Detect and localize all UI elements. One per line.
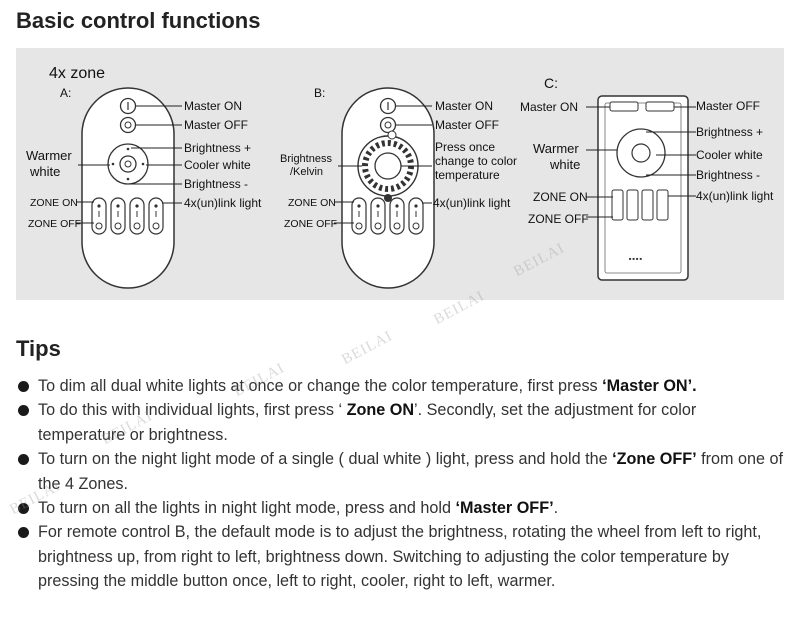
label-white: white [29, 164, 60, 179]
label-master-off: Master OFF [184, 118, 248, 132]
remote-a-body [81, 87, 175, 289]
zone-buttons-a [91, 197, 164, 235]
master-on-button[interactable] [609, 101, 639, 112]
bullet-icon [18, 381, 29, 392]
label-zone-off: ZONE OFF [28, 218, 81, 230]
label-link-light: 4x(un)link light [696, 189, 774, 203]
label-master-off: Master OFF [696, 99, 760, 113]
tip-item: To turn on the night light mode of a sin… [16, 447, 786, 496]
center-button[interactable] [631, 143, 651, 163]
label-cooler-white: Cooler white [184, 158, 251, 172]
label-warmer: Warmer [26, 148, 72, 163]
remote-c-tag: C: [544, 75, 558, 91]
tips-title: Tips [16, 336, 61, 361]
watermark: BEILAI [339, 328, 396, 369]
label-zone-off: ZONE OFF [284, 218, 337, 230]
label-change-color: change to color [435, 154, 517, 168]
label-zone-off: ZONE OFF [528, 212, 589, 226]
tip-item: To turn on all the lights in night light… [16, 496, 786, 520]
tip-item: To dim all dual white lights at once or … [16, 374, 786, 398]
label-brightness: Brightness [280, 153, 332, 165]
tip-item: To do this with individual lights, first… [16, 398, 786, 447]
label-zone-on: ZONE ON [288, 197, 336, 209]
bullet-icon [18, 454, 29, 466]
remote-c-body [597, 95, 689, 281]
tip-item: For remote control B, the default mode i… [16, 520, 786, 593]
label-master-on: Master ON [184, 99, 242, 113]
remotes-diagram-panel: 4x zone A: [16, 48, 784, 300]
master-off-button[interactable] [119, 116, 137, 134]
label-brightness-up: Brightness + [696, 125, 763, 139]
label-zone-on: ZONE ON [533, 190, 588, 204]
svg-text:■ ■ ■ ■: ■ ■ ■ ■ [629, 256, 643, 261]
zone-title: 4x zone [49, 65, 105, 82]
remote-b-tag: B: [314, 86, 325, 100]
tips-list: To dim all dual white lights at once or … [16, 374, 786, 594]
remote-c: C: ■ ■ ■ ■ [520, 75, 774, 281]
label-kelvin: /Kelvin [290, 166, 323, 178]
label-brightness-up: Brightness + [184, 141, 251, 155]
bullet-icon [18, 405, 29, 417]
label-warmer: Warmer [533, 141, 579, 156]
bullet-icon [18, 503, 29, 515]
zone-button[interactable] [626, 189, 639, 221]
label-zone-on: ZONE ON [30, 197, 78, 209]
remote-b: B: [280, 86, 517, 289]
remote-a-tag: A: [60, 86, 71, 100]
remote-a: A: [26, 86, 262, 289]
zone-button[interactable] [641, 189, 654, 221]
center-button[interactable] [119, 155, 137, 173]
label-temperature: temperature [435, 168, 500, 182]
label-brightness-down: Brightness - [184, 177, 248, 191]
zone-buttons-c [611, 189, 669, 221]
zone-buttons-b [351, 197, 424, 235]
label-cooler-white: Cooler white [696, 148, 763, 162]
label-master-off: Master OFF [435, 118, 499, 132]
label-master-on: Master ON [435, 99, 493, 113]
master-off-button[interactable] [645, 101, 675, 112]
label-link-light: 4x(un)link light [184, 196, 262, 210]
label-white: white [549, 157, 580, 172]
label-link-light: 4x(un)link light [433, 196, 511, 210]
bullet-icon [18, 527, 29, 539]
master-off-button[interactable] [379, 116, 397, 134]
page-title: Basic control functions [16, 8, 261, 33]
zone-button[interactable] [611, 189, 624, 221]
label-press-once: Press once [435, 140, 495, 154]
label-master-on: Master ON [520, 100, 578, 114]
wheel-center-button[interactable] [374, 152, 402, 180]
label-brightness-down: Brightness - [696, 168, 760, 182]
zone-button[interactable] [656, 189, 669, 221]
remotes-diagram: 4x zone A: [26, 65, 774, 289]
